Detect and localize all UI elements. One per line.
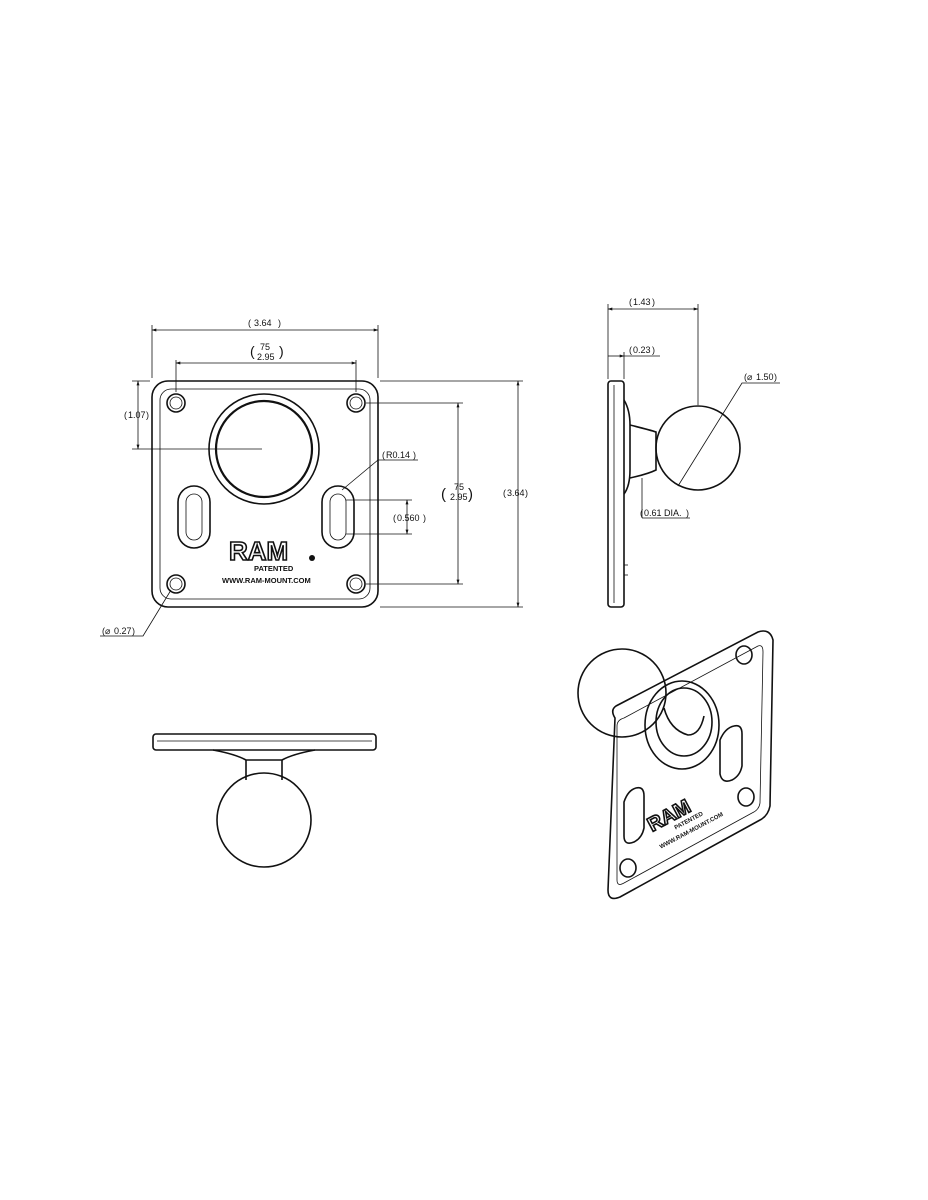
iso-plate-inner [616, 645, 764, 885]
dim-hole-spacing-in: 2.95 [257, 352, 275, 362]
svg-text:(: ( [382, 450, 385, 460]
corner-hole [166, 574, 186, 594]
svg-text:): ) [468, 486, 473, 503]
svg-text:(: ( [640, 508, 643, 518]
slot-right [321, 485, 355, 549]
side-view [607, 380, 741, 608]
corner-hole [346, 393, 366, 413]
svg-text:): ) [525, 488, 528, 498]
bottom-boss [212, 749, 316, 761]
svg-text:(⌀: (⌀ [744, 372, 753, 382]
svg-text:(: ( [441, 486, 446, 503]
dim-hole-spacing-in-v: 2.95 [450, 492, 468, 502]
side-dimensions: ( 1.43 ) ( 0.23 ) (⌀ 1.50 ) ( 0.61 DIA. … [607, 297, 780, 519]
svg-text:): ) [686, 508, 689, 518]
svg-text:): ) [146, 410, 149, 420]
front-dimensions: 3.64 () 75 2.95 () ( 1.07 ) ( R0.14 ) ( … [100, 318, 528, 637]
iso-corner-hole [735, 645, 753, 665]
side-ball [655, 405, 741, 491]
patented-text: PATENTED [254, 564, 294, 573]
side-neck [629, 424, 657, 479]
svg-text:): ) [423, 513, 426, 523]
dim-side-depth: 1.43 [633, 297, 651, 307]
iso-ball [577, 648, 667, 738]
side-plate [607, 380, 625, 608]
corner-hole [166, 393, 186, 413]
dim-hole-spacing-mm: 75 [260, 342, 270, 352]
bottom-neck [245, 760, 283, 780]
iso-boss-inner [655, 687, 713, 757]
iso-plate [607, 630, 774, 900]
iso-slot [719, 724, 743, 782]
plate-inner-edge [159, 388, 371, 600]
dim-plate-thickness: 0.23 [633, 345, 651, 355]
dim-neck-diameter: 0.61 DIA. [644, 508, 682, 518]
svg-text:(: ( [503, 488, 506, 498]
dim-hole-diameter: 0.27 [114, 626, 132, 636]
dim-plate-height: 3.64 [507, 488, 525, 498]
svg-text:(: ( [250, 343, 255, 359]
iso-corner-hole [737, 787, 755, 807]
iso-boss-outer [644, 680, 720, 770]
bottom-view [152, 733, 377, 868]
svg-text:): ) [279, 343, 284, 359]
svg-text:(⌀: (⌀ [102, 626, 111, 636]
svg-text:(: ( [629, 345, 632, 355]
svg-text:(: ( [124, 410, 127, 420]
bottom-ball [216, 772, 312, 868]
dim-plate-width: 3.64 [254, 318, 272, 328]
dim-ball-diameter: 1.50 [756, 372, 774, 382]
svg-text:(: ( [248, 318, 251, 328]
svg-text:): ) [652, 297, 655, 307]
svg-text:): ) [132, 626, 135, 636]
front-view: RAM PATENTED WWW.RAM-MOUNT.COM [151, 380, 379, 608]
ram-logo: RAM [229, 536, 288, 566]
iso-view: RAM PATENTED WWW.RAM-MOUNT.COM [577, 630, 774, 900]
side-boss [623, 399, 631, 495]
logo-dot [309, 555, 315, 561]
dim-slot-radius: R0.14 [386, 450, 410, 460]
iso-logo-group: RAM PATENTED WWW.RAM-MOUNT.COM [643, 795, 724, 851]
iso-corner-hole [619, 858, 637, 878]
svg-text:): ) [278, 318, 281, 328]
svg-text:): ) [413, 450, 416, 460]
svg-text:): ) [774, 372, 777, 382]
dim-slot-width: 0.560 [397, 513, 420, 523]
plate-outline [151, 380, 379, 608]
corner-hole [346, 574, 366, 594]
dim-center-offset: 1.07 [128, 410, 146, 420]
bottom-plate [152, 733, 377, 751]
iso-slot [623, 786, 645, 844]
slot-left [177, 485, 211, 549]
svg-text:(: ( [629, 297, 632, 307]
dim-hole-spacing-mm-v: 75 [454, 482, 464, 492]
svg-text:): ) [652, 345, 655, 355]
url-text: WWW.RAM-MOUNT.COM [222, 576, 311, 585]
iso-neck [663, 707, 705, 736]
svg-text:(: ( [393, 513, 396, 523]
